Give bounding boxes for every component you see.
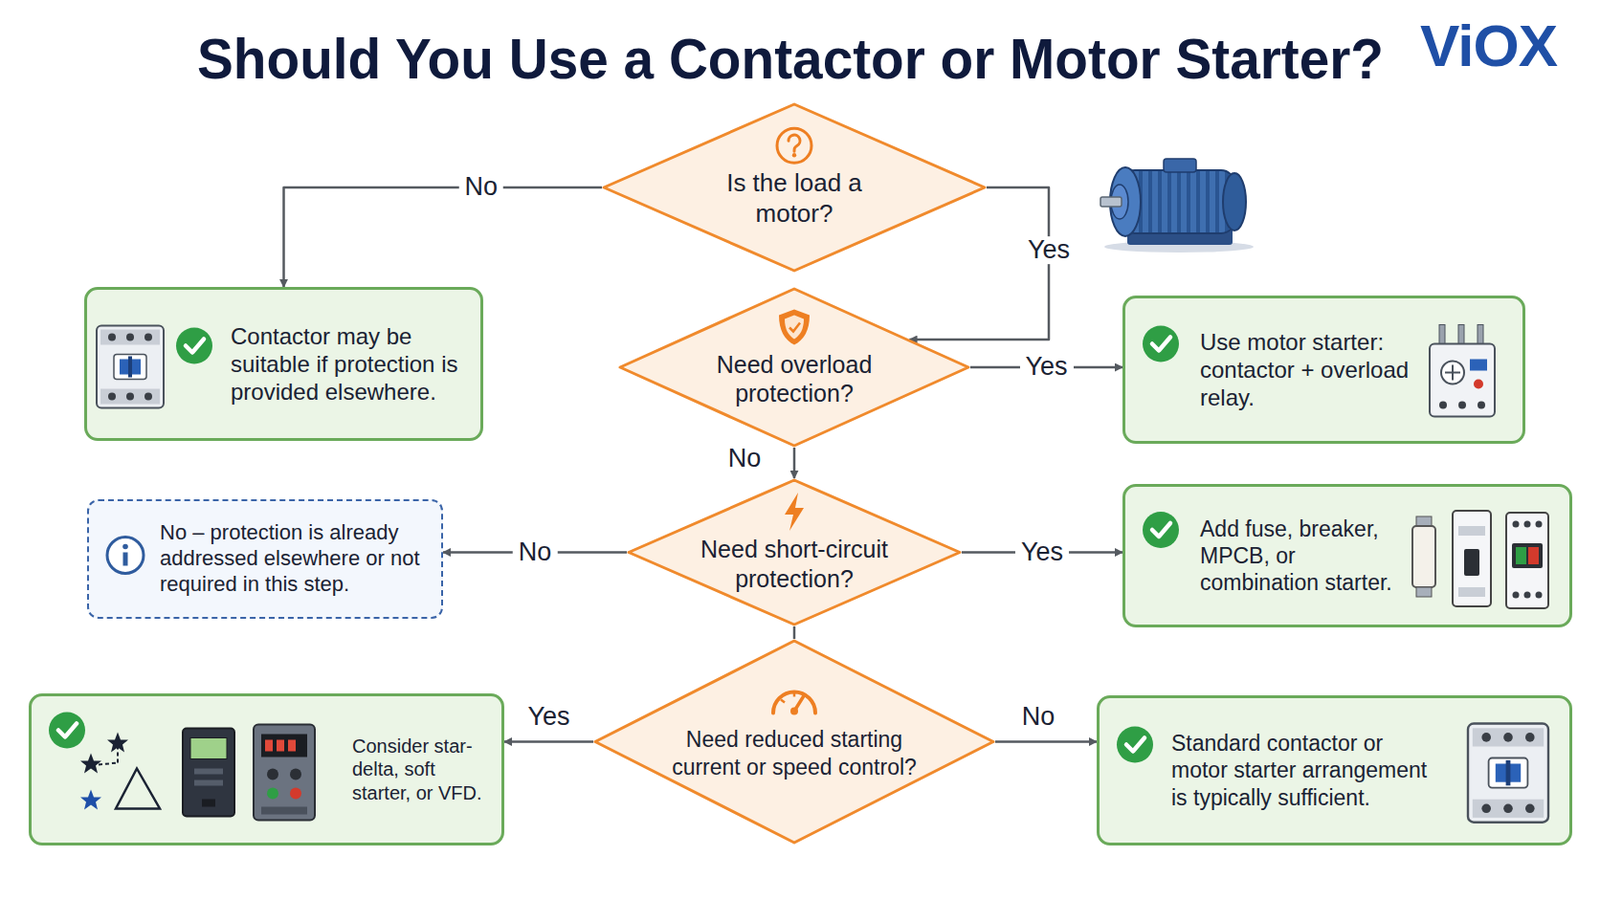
node-text: Use motor starter: contactor + overload … — [1200, 328, 1423, 413]
flow-connector — [995, 740, 1097, 744]
contactor-icon — [1467, 724, 1549, 823]
node-text: Is the load a motor? — [718, 168, 870, 229]
flow-connector — [504, 740, 594, 744]
overload-relay-icon — [1429, 325, 1495, 418]
star-delta-and-vfd-icons — [80, 725, 315, 822]
edge-label: No — [1016, 703, 1062, 733]
node-text: Standard contactor or motor starter arra… — [1171, 730, 1432, 811]
edge-label: No — [458, 173, 504, 202]
decision-diamond: Need short-circuit protection? — [626, 478, 962, 627]
gauge-icon — [773, 691, 816, 715]
fuse-breaker-mpcb-icons — [1412, 511, 1549, 609]
question-icon — [777, 128, 812, 163]
node-text: Need short-circuit protection? — [674, 534, 914, 594]
result-box: Consider star-delta, soft starter, or VF… — [28, 693, 505, 846]
info-icon — [107, 537, 144, 575]
flow-connector — [284, 187, 603, 288]
brand-logo: ViOX — [1420, 13, 1557, 79]
shield-icon — [778, 310, 810, 346]
result-box: Standard contactor or motor starter arra… — [1096, 695, 1573, 846]
node-text: No – protection is already addressed els… — [159, 520, 430, 598]
flow-connector — [793, 447, 797, 479]
node-text: Need overload protection? — [698, 350, 890, 409]
edge-label: Yes — [1015, 538, 1069, 568]
node-text: Need reduced starting current or speed c… — [668, 726, 920, 780]
flow-connector — [793, 626, 797, 640]
node-text: Contactor may be suitable if protection … — [230, 322, 475, 407]
electric-motor — [1100, 158, 1254, 253]
diagram-title: Should You Use a Contactor or Motor Star… — [197, 30, 1384, 89]
result-box: Use motor starter: contactor + overload … — [1122, 295, 1526, 445]
result-box: Add fuse, breaker, MPCB, or combination … — [1122, 484, 1573, 628]
lightning-icon — [784, 492, 804, 532]
check-icon — [48, 712, 86, 750]
box-icons — [31, 696, 508, 849]
edge-label: Yes — [1022, 236, 1076, 266]
decision-diamond: Need reduced starting current or speed c… — [593, 639, 996, 845]
node-text: Add fuse, breaker, MPCB, or combination … — [1200, 515, 1403, 597]
edge-label: Yes — [1019, 353, 1073, 382]
box-icons — [1125, 487, 1576, 631]
edge-label: Yes — [521, 703, 576, 733]
node-text: Consider star-delta, soft starter, or VF… — [352, 734, 496, 805]
edge-label: No — [512, 538, 558, 568]
check-icon — [176, 328, 213, 365]
note-box: No – protection is already addressed els… — [87, 499, 444, 620]
decision-diamond: Need overload protection? — [618, 287, 971, 448]
contactor-icon — [96, 326, 164, 409]
decision-diamond: Is the load a motor? — [601, 102, 987, 273]
check-icon — [1142, 511, 1179, 549]
result-box: Contactor may be suitable if protection … — [84, 287, 484, 442]
check-icon — [1116, 727, 1154, 764]
edge-label: No — [722, 444, 768, 474]
check-icon — [1142, 326, 1179, 363]
